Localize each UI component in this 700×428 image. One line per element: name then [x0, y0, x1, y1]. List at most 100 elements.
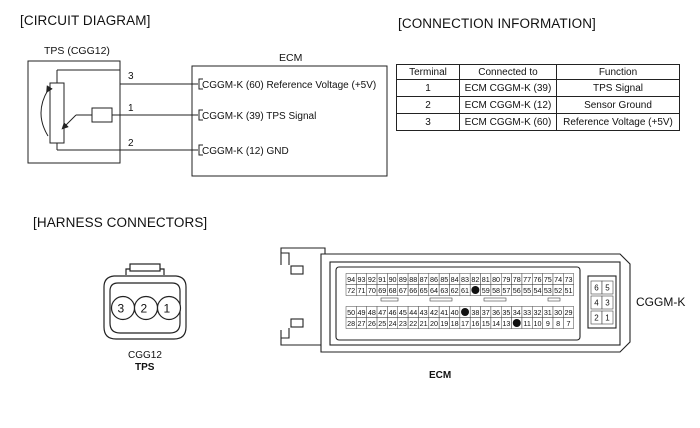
ecm-small-pin-number: 2 [594, 314, 599, 323]
ecm-pin-number: 25 [378, 319, 386, 328]
wire-pin-1: 1 [128, 103, 134, 114]
ecm-pin-number: 26 [368, 319, 376, 328]
ecm-pin-number: 78 [513, 275, 521, 284]
ecm-pin-number: 13 [502, 319, 510, 328]
tps-sensor-box [27, 60, 121, 164]
ecm-pin-number: 34 [513, 308, 521, 317]
connection-information-heading: [CONNECTION INFORMATION] [398, 16, 596, 31]
ecm-pin-number: 84 [451, 275, 459, 284]
ecm-pin-number: 90 [389, 275, 397, 284]
table-cell: Reference Voltage (+5V) [556, 113, 680, 131]
ecm-pin-brackets [198, 78, 203, 156]
ecm-key-rib [483, 297, 507, 302]
ecm-connector-name: CGGM-K [636, 295, 685, 309]
tps-pin-3: 3 [118, 302, 125, 316]
ecm-pin-number: 14 [492, 319, 500, 328]
ecm-pin-number: 89 [399, 275, 407, 284]
ecm-pin-number: 94 [347, 275, 355, 284]
ecm-key-rib [547, 297, 561, 302]
ecm-small-pin-number: 4 [594, 299, 599, 308]
ecm-pin-number: 19 [440, 319, 448, 328]
ecm-pin-number: 77 [523, 275, 531, 284]
ecm-key-rib [380, 297, 399, 302]
ecm-pin-number: 47 [378, 308, 386, 317]
ecm-small-pin-number: 6 [594, 284, 599, 293]
ecm-small-pin-number: 1 [605, 314, 610, 323]
wire-pin-2: 2 [128, 138, 134, 149]
ecm-pin-number: 46 [389, 308, 397, 317]
ecm-pin-plug [471, 286, 480, 294]
ecm-pin-cell [563, 284, 574, 296]
ecm-pin-number: 36 [492, 308, 500, 317]
ecm-pin-number: 62 [451, 286, 459, 295]
tps-connector [103, 263, 187, 340]
ecm-small-pin-number: 3 [605, 299, 610, 308]
tps-pin-1: 1 [164, 302, 171, 316]
ecm-pin-plug [461, 308, 470, 316]
ecm-pin-number: 11 [523, 319, 530, 328]
ecm-pin-number: 32 [533, 308, 541, 317]
circuit-diagram-heading: [CIRCUIT DIAGRAM] [20, 13, 151, 28]
ecm-pin-number: 44 [409, 308, 417, 317]
ecm-small-pin-cell [601, 295, 614, 310]
ecm-pin-number: 7 [567, 319, 571, 328]
ecm-pin-number: 22 [409, 319, 417, 328]
ecm-pin-number: 63 [440, 286, 448, 295]
table-row: 1 ECM CGGM-K (39) TPS Signal [396, 79, 680, 97]
ecm-pin-number: 53 [544, 286, 552, 295]
ecm-pin-number: 68 [389, 286, 397, 295]
ecm-small-pin-cell [601, 280, 614, 295]
ecm-pin-number: 51 [565, 286, 573, 295]
table-row: 2 ECM CGGM-K (12) Sensor Ground [396, 96, 680, 114]
ecm-small-pin-cell [601, 310, 614, 325]
ecm-pin-number: 23 [399, 319, 407, 328]
connection-table: Terminal Connected to Function 1 ECM CGG… [396, 64, 680, 131]
wire-pin-3: 3 [128, 71, 134, 82]
ecm-pin-number: 70 [368, 286, 376, 295]
ecm-pin-number: 55 [523, 286, 531, 295]
ecm-pin-number: 79 [502, 275, 510, 284]
ecm-pin-number: 49 [358, 308, 366, 317]
ecm-pin-number: 75 [544, 275, 552, 284]
ecm-pin-number: 29 [565, 308, 573, 317]
ecm-pin-number: 73 [565, 275, 573, 284]
ecm-pin-number: 58 [492, 286, 500, 295]
ecm-pin-number: 86 [430, 275, 438, 284]
ecm-pin-number: 64 [430, 286, 438, 295]
ecm-wire-text-ref: CGGM-K (60) Reference Voltage (+5V) [202, 80, 376, 91]
ecm-pin-number: 10 [533, 319, 541, 328]
ecm-pin-number: 88 [409, 275, 417, 284]
ecm-pin-number: 65 [420, 286, 428, 295]
ecm-pin-number: 69 [378, 286, 386, 295]
tps-connector-name: CGG12 [128, 350, 162, 361]
ecm-pin-number: 93 [358, 275, 366, 284]
ecm-pin-number: 59 [482, 286, 490, 295]
ecm-connector [280, 247, 631, 353]
ecm-pin-number: 35 [502, 308, 510, 317]
ecm-pin-number: 91 [378, 275, 386, 284]
ecm-pin-number: 18 [451, 319, 459, 328]
ecm-small-pin-number: 5 [605, 284, 610, 293]
ecm-pin-number: 27 [358, 319, 366, 328]
ecm-pin-number: 31 [544, 308, 552, 317]
ecm-pin-number: 48 [368, 308, 376, 317]
ecm-pin-number: 15 [482, 319, 490, 328]
ecm-pin-number: 92 [368, 275, 376, 284]
ecm-pin-number: 71 [358, 286, 366, 295]
ecm-pin-number: 43 [420, 308, 428, 317]
ecm-pin-number: 80 [492, 275, 500, 284]
ecm-pin-number: 41 [440, 308, 448, 317]
ecm-pin-number: 83 [461, 275, 469, 284]
ecm-pin-number: 56 [513, 286, 521, 295]
ecm-pin-number: 30 [554, 308, 562, 317]
wires [57, 69, 198, 151]
ecm-pin-number: 61 [461, 286, 469, 295]
ecm-pin-number: 74 [554, 275, 562, 284]
ecm-connector-label: ECM [429, 370, 451, 381]
ecm-pin-number: 66 [409, 286, 417, 295]
ecm-pin-number: 8 [556, 319, 560, 328]
ecm-pin-number: 40 [451, 308, 459, 317]
ecm-pin-number: 9 [546, 319, 550, 328]
